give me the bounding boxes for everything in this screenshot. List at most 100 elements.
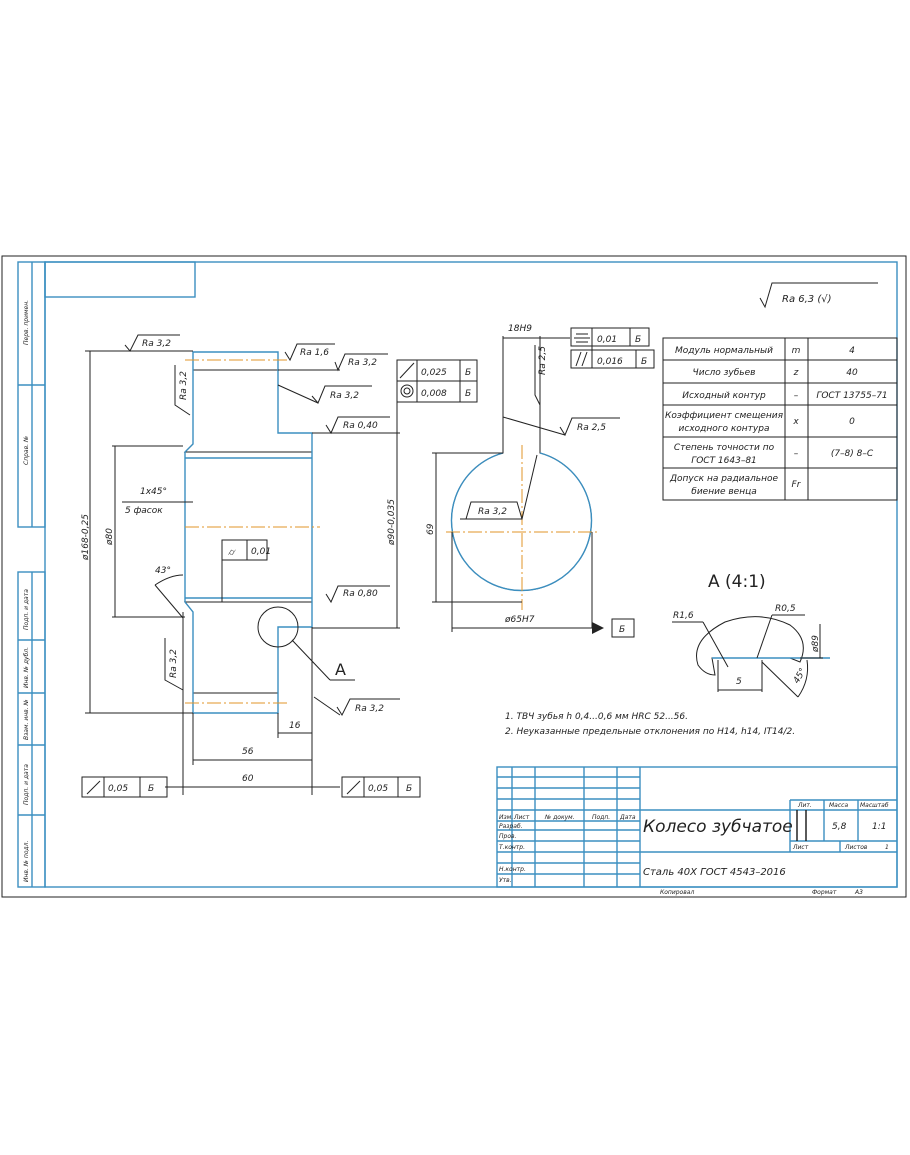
table-row: Число зубьев z 40 (693, 368, 858, 378)
tb-label: Листов (844, 844, 868, 851)
param-symbol: – (794, 391, 799, 401)
format-value: А3 (854, 889, 863, 896)
roughness-label: Ra 1,6 (300, 348, 329, 358)
concentricity-icon (400, 384, 414, 398)
dim-angle45: 45° (792, 667, 809, 686)
dim-key-width: 18H9 (508, 324, 532, 334)
roughness-label: Ra 3,2 (355, 704, 384, 714)
tolerance-value: 0,01 (251, 547, 271, 557)
tb-label: Лист (792, 844, 809, 851)
side-strip: Перв. примен. Справ. № Подп. и дата Инв.… (17, 261, 46, 888)
param-value: ГОСТ 13755–71 (816, 391, 887, 401)
param-name: Число зубьев (693, 368, 756, 378)
tb-role: Разраб. (499, 823, 523, 830)
param-name: Модуль нормальный (675, 346, 773, 356)
runout-icon (346, 780, 361, 795)
param-symbol: z (793, 368, 799, 378)
datum-label: Б (465, 389, 471, 399)
dim-angle: 43° (155, 566, 171, 576)
table-row: Модуль нормальный m 4 (675, 346, 855, 356)
tb-role: Утв. (499, 877, 512, 884)
roughness-label: Ra 3,2 (179, 371, 189, 400)
param-value: 40 (846, 368, 858, 378)
datum-label: Б (465, 368, 471, 378)
param-value: 0 (849, 417, 855, 427)
detail-mark: A (335, 660, 346, 679)
tb-role: Н.контр. (499, 866, 526, 873)
param-name: Исходный контур (682, 391, 766, 401)
dim-depth: 69 (426, 523, 436, 535)
datum-label: Б (406, 784, 412, 794)
tb-role: Пров. (499, 833, 517, 840)
gear-parameters-table: Модуль нормальный m 4 Число зубьев z 40 Исхо… (662, 337, 898, 501)
side-strip-label: Перв. примен. (23, 300, 30, 345)
param-symbol: m (792, 346, 801, 356)
roughness-label: Ra 3,2 (478, 507, 507, 517)
dim-60: 60 (242, 774, 254, 784)
tolerance-value: 0,016 (597, 357, 623, 367)
side-tolerance-frames: 0,01 Б 0,016 Б (570, 327, 655, 369)
table-row: Исходный контур – ГОСТ 13755–71 (682, 391, 887, 401)
datum-label: Б (635, 335, 641, 345)
datum-b: Б (619, 625, 625, 635)
param-name: Степень точности по (674, 443, 775, 453)
dim-chamfer: 1x45° (140, 487, 167, 497)
cylindricity-icon: ⌭ (228, 548, 236, 558)
roughness-label: Ra 6,3 (√) (782, 294, 832, 305)
roughness-marks: Ra 3,2 Ra 1,6 Ra 3,2 Ra 3,2 Ra 0,40 Ra 3… (124, 334, 400, 717)
side-strip-label: Справ. № (23, 436, 30, 465)
dim-bore: ø65H7 (504, 615, 535, 625)
table-row: Допуск на радиальное биение венца Fr (669, 474, 802, 497)
param-name: Допуск на радиальное (669, 474, 779, 484)
cylindricity-frame: ⌭ 0,01 (221, 539, 271, 602)
tolerance-stack: 0,025 Б 0,008 Б (396, 359, 478, 433)
datum-label: Б (641, 357, 647, 367)
mass-value: 5,8 (832, 822, 847, 832)
sheet-border (1, 255, 907, 898)
scale-value: 1:1 (872, 822, 886, 832)
dim-d89: ø89 (811, 635, 821, 653)
copied-label: Копировал (660, 889, 694, 896)
param-symbol: x (792, 417, 799, 427)
side-strip-label: Взам. инв. № (23, 699, 30, 740)
tolerance-value: 0,01 (597, 335, 617, 345)
tolerance-value: 0,008 (421, 389, 447, 399)
tb-header: № докум. (544, 814, 575, 821)
roughness-label: Ra 3,2 (348, 358, 377, 368)
param-name: исходного контура (679, 424, 770, 434)
side-strip-label: Инв. № дубл. (23, 647, 30, 688)
tolerance-value: 0,025 (421, 368, 447, 378)
param-value: 4 (849, 346, 855, 356)
runout-frame-left: 0,05 Б (81, 776, 168, 798)
parallelism-icon (575, 351, 582, 367)
dim-d90: ø90-0,035 (387, 499, 397, 546)
tb-header: Лист (513, 814, 530, 821)
dim-d168: ø168-0,25 (81, 514, 91, 561)
dim-chamfer-count: 5 фасок (125, 506, 163, 516)
tolerance-value: 0,05 (368, 784, 388, 794)
param-name: Коэффициент смещения (665, 411, 784, 421)
tb-header: Дата (619, 814, 636, 821)
detail-title: A (4:1) (708, 572, 766, 592)
note: 1. ТВЧ зубья h 0,4...0,6 мм HRC 52...56. (505, 712, 688, 722)
runout-icon (399, 362, 415, 379)
param-symbol: Fr (792, 480, 802, 490)
dim-d80: ø80 (105, 528, 115, 546)
roughness-label: Ra 3,2 (330, 391, 359, 401)
detail-a-circle (257, 606, 299, 648)
roughness-label: Ra 3,2 (169, 649, 179, 678)
side-strip-label: Подп. и дата (23, 764, 30, 805)
dim-r1: R1,6 (673, 611, 694, 621)
datum-label: Б (148, 784, 154, 794)
gear-section-view: ø168-0,25 ø80 ø90-0,035 1x45° 5 фасок 43… (81, 334, 478, 798)
param-name: ГОСТ 1643–81 (691, 456, 757, 466)
param-name: биение венца (691, 487, 756, 497)
runout-icon (86, 780, 101, 795)
tb-label: Масштаб (860, 802, 889, 809)
param-value: (7–8) 8–С (831, 449, 874, 459)
tb-label: Масса (829, 802, 848, 809)
side-strip-label: Подп. и дата (23, 589, 30, 630)
roughness-label: Ra 0,40 (343, 421, 378, 431)
